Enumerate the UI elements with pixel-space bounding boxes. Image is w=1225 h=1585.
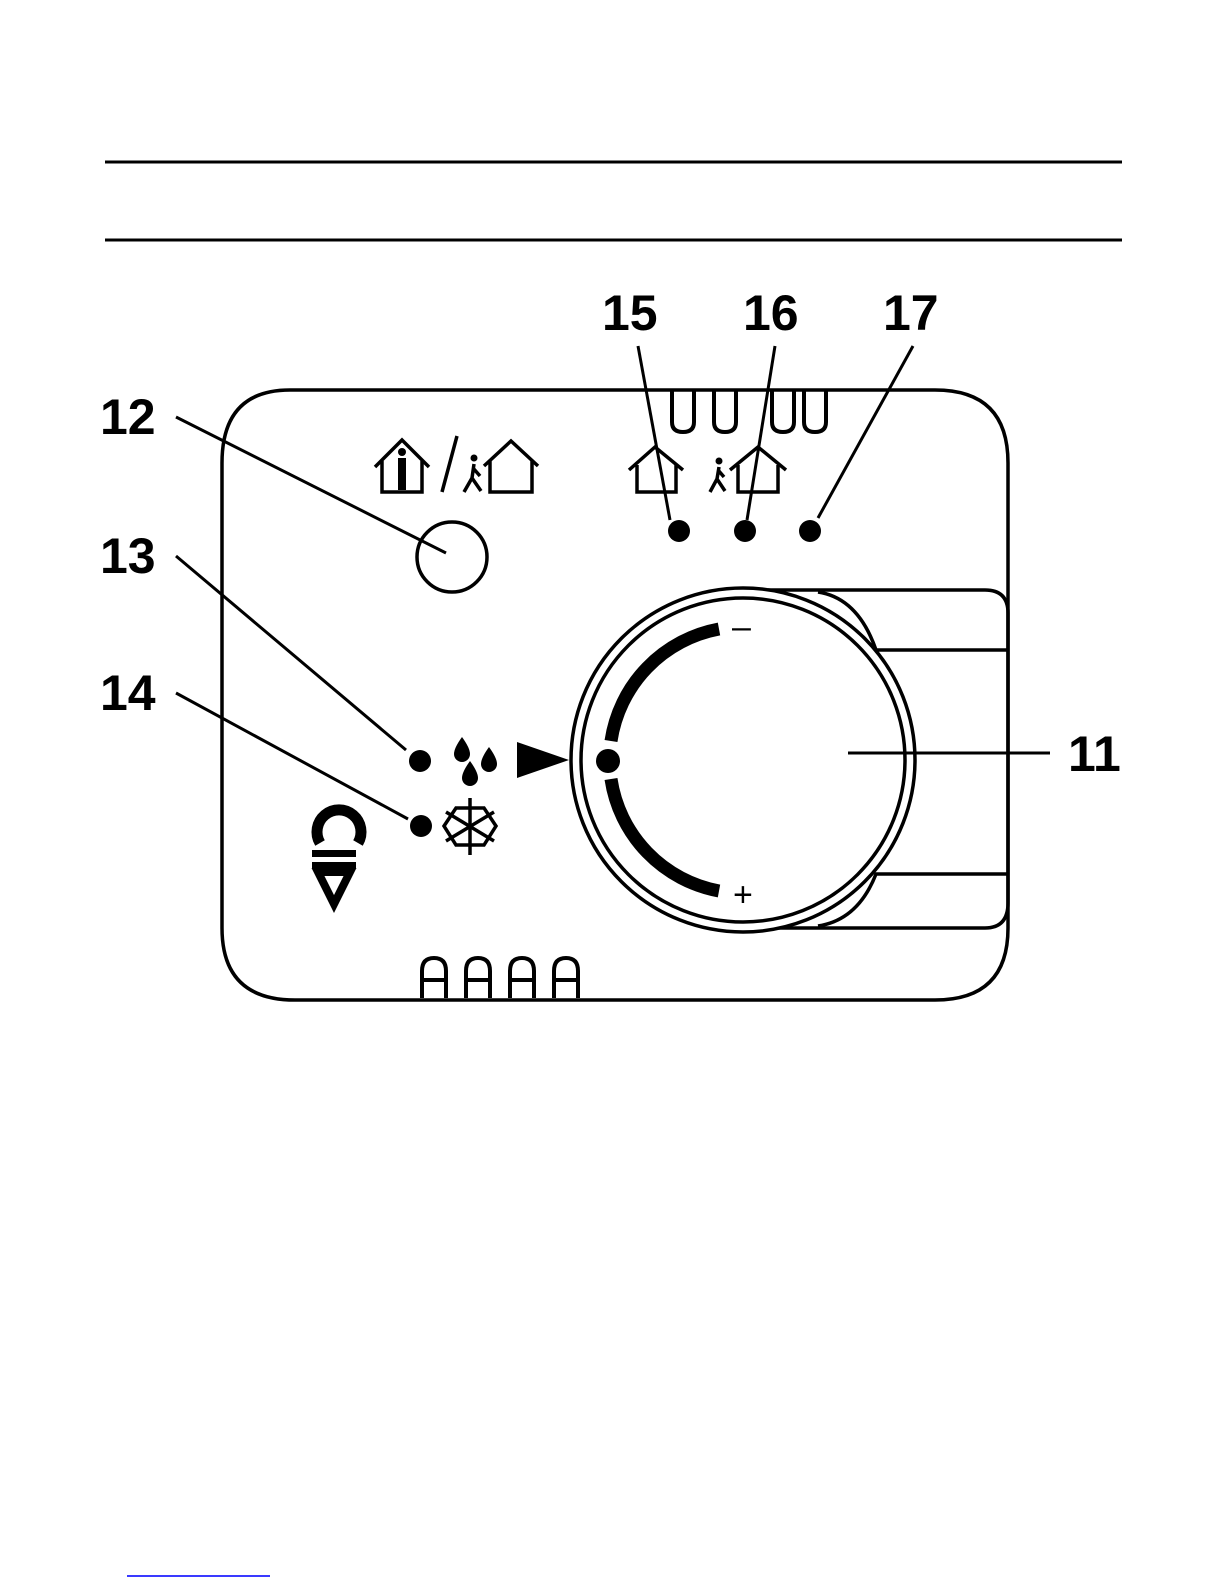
pointer-triangle-icon bbox=[517, 742, 569, 778]
dial-minus-label: – bbox=[732, 608, 751, 646]
led-home-comfort bbox=[668, 520, 690, 542]
callout-12: 12 bbox=[100, 389, 156, 445]
slash-separator bbox=[442, 436, 457, 492]
callout-11: 11 bbox=[1068, 726, 1121, 782]
dial-position-marker bbox=[596, 749, 620, 773]
frost-snowflake-icon bbox=[444, 798, 496, 855]
callout-14: 14 bbox=[100, 665, 156, 721]
callout-13: 13 bbox=[100, 528, 156, 584]
temperature-dial[interactable]: – + bbox=[571, 588, 915, 932]
callout-17: 17 bbox=[883, 285, 939, 341]
led-night-reduced bbox=[799, 520, 821, 542]
presence-button[interactable] bbox=[417, 522, 487, 592]
bottom-vent-slots bbox=[422, 958, 578, 998]
person-leaving-home-icon bbox=[710, 447, 786, 492]
away-from-home-icon bbox=[464, 441, 538, 492]
callout-16: 16 bbox=[743, 285, 799, 341]
led-away-economy bbox=[734, 520, 756, 542]
top-vent-slots bbox=[672, 390, 826, 432]
home-comfort-icon bbox=[629, 447, 683, 492]
led-water-mode bbox=[409, 750, 431, 772]
home-occupied-icon bbox=[375, 440, 429, 492]
footer-link-underline[interactable] bbox=[127, 1575, 270, 1577]
water-drops-icon bbox=[454, 737, 497, 786]
led-frost-protection bbox=[410, 815, 432, 837]
thermostat-logo-icon bbox=[312, 810, 361, 904]
callout-15: 15 bbox=[602, 285, 658, 341]
dial-plus-label: + bbox=[733, 876, 753, 914]
